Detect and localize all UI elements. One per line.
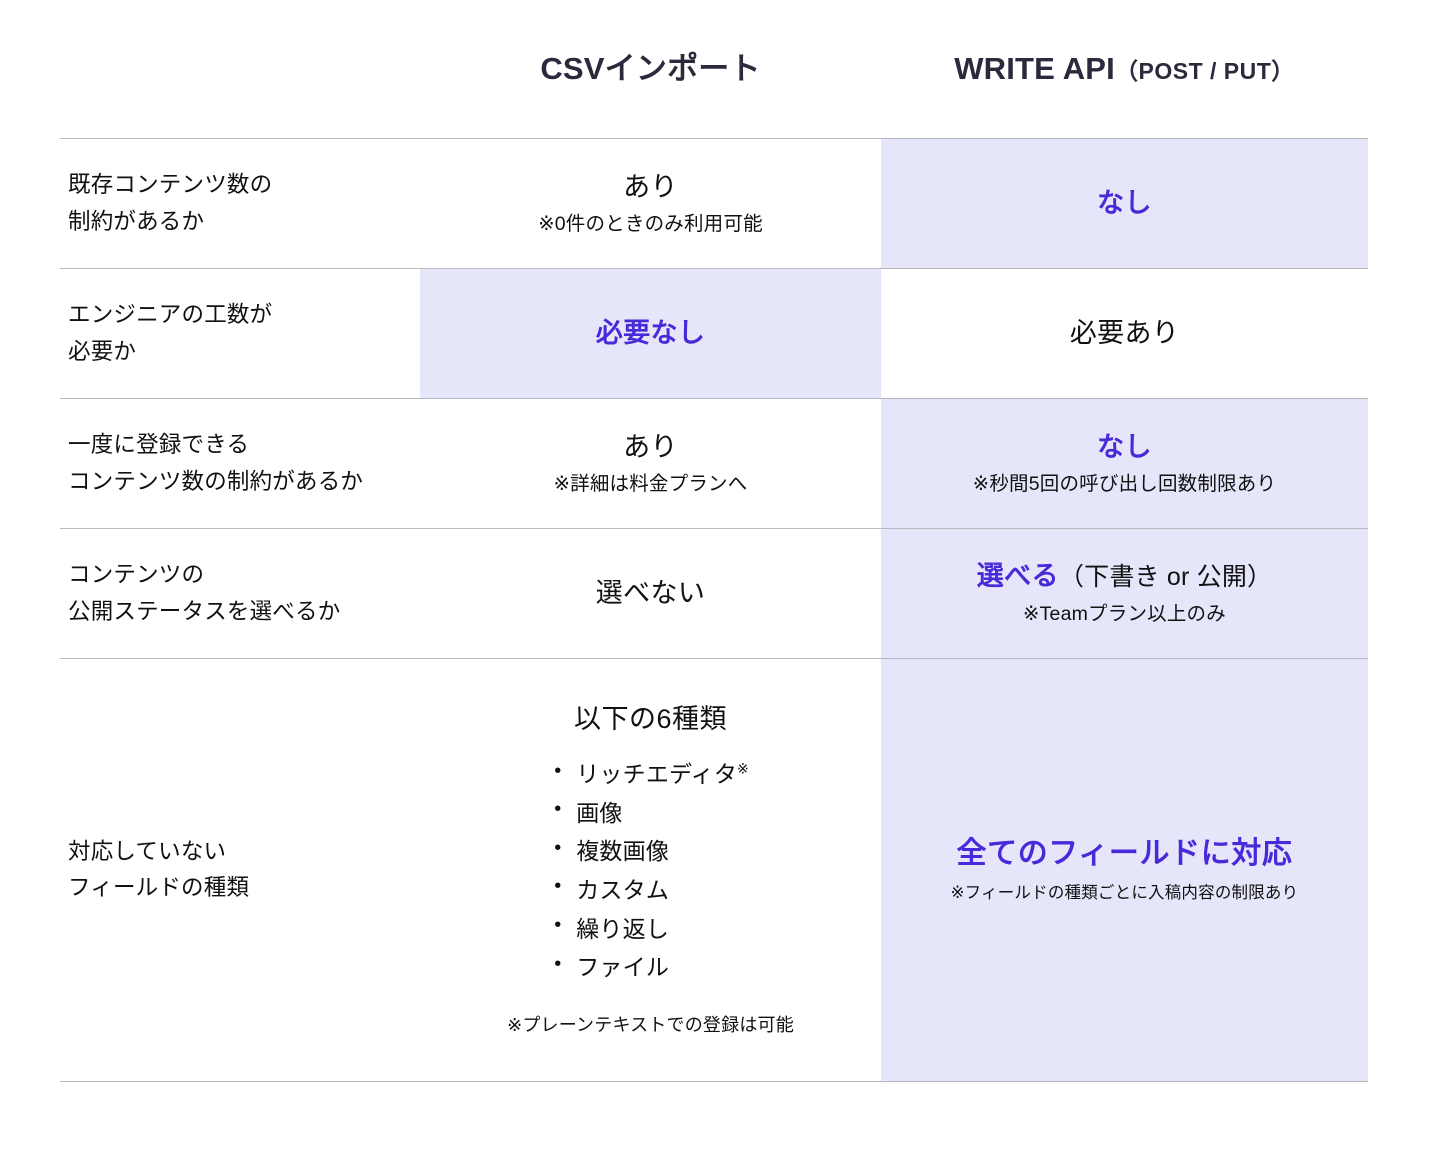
header-api-label: WRITE API: [954, 51, 1115, 87]
row-label-cell: 既存コンテンツ数の 制約があるか: [60, 139, 420, 268]
table-row: エンジニアの工数が 必要か 必要なし 必要あり: [60, 268, 1368, 398]
row-csv-cell: 以下の6種類 リッチエディタ※ 画像 複数画像 カスタム 繰り返し ファイル ※…: [420, 659, 881, 1081]
row-label-cell: エンジニアの工数が 必要か: [60, 269, 420, 398]
table-row: 一度に登録できる コンテンツ数の制約があるか あり ※詳細は料金プランへ なし …: [60, 398, 1368, 528]
list-item-label: 画像: [576, 799, 623, 826]
list-item-label: 複数画像: [576, 838, 670, 865]
list-item-label: リッチエディタ: [576, 761, 738, 788]
header-cell-csv-import: CSVインポート: [420, 50, 881, 87]
list-item: リッチエディタ※: [552, 755, 749, 794]
table-header-row: CSVインポート WRITE API（POST / PUT）: [60, 0, 1368, 138]
row-api-cell: なし: [881, 139, 1368, 268]
list-item-label: カスタム: [576, 876, 670, 903]
row-csv-cell: 必要なし: [420, 269, 881, 398]
table-row-field-types: 対応していない フィールドの種類 以下の6種類 リッチエディタ※ 画像 複数画像…: [60, 658, 1368, 1082]
api-value-note: ※秒間5回の呼び出し回数制限あり: [972, 473, 1277, 496]
table-row: 既存コンテンツ数の 制約があるか あり ※0件のときのみ利用可能 なし: [60, 138, 1368, 268]
row-csv-cell: あり ※詳細は料金プランへ: [420, 399, 881, 528]
row-label-text: 一度に登録できる コンテンツ数の制約があるか: [68, 432, 364, 494]
api-value-main: なし: [1097, 188, 1152, 219]
table-row: コンテンツの 公開ステータスを選べるか 選べない 選べる（下書き or 公開） …: [60, 528, 1368, 658]
field-list-footnote: ※プレーンテキストでの登録は可能: [507, 1014, 794, 1035]
api-value-note: ※フィールドの種類ごとに入稿内容の制限あり: [950, 884, 1299, 903]
list-item-label: ファイル: [576, 954, 670, 981]
list-item: 複数画像: [552, 832, 749, 871]
list-item: ファイル: [552, 948, 749, 987]
header-csv-label: CSVインポート: [540, 51, 761, 87]
csv-value-main: 選べない: [595, 578, 706, 609]
csv-value-main: 必要なし: [595, 318, 706, 349]
row-csv-cell: 選べない: [420, 529, 881, 658]
csv-value-note: ※0件のときのみ利用可能: [538, 213, 763, 236]
api-value-main: なし: [1097, 431, 1152, 462]
api-value-note: ※Teamプラン以上のみ: [1023, 603, 1226, 626]
api-value-main: 選べる（下書き or 公開）: [977, 558, 1273, 595]
row-label-cell: 一度に登録できる コンテンツ数の制約があるか: [60, 399, 420, 528]
row-csv-cell: あり ※0件のときのみ利用可能: [420, 139, 881, 268]
header-api-methods: （POST / PUT）: [1115, 58, 1295, 85]
api-value-main-text: 選べる: [976, 561, 1059, 592]
api-value-main: 全てのフィールドに対応: [956, 837, 1293, 871]
row-label-text: エンジニアの工数が 必要か: [68, 302, 273, 364]
list-item-asterisk: ※: [737, 760, 749, 777]
unsupported-field-list: リッチエディタ※ 画像 複数画像 カスタム 繰り返し ファイル: [552, 755, 749, 987]
row-api-cell: 全てのフィールドに対応 ※フィールドの種類ごとに入稿内容の制限あり: [881, 659, 1368, 1081]
row-label-cell: 対応していない フィールドの種類: [60, 659, 420, 1081]
row-api-cell: なし ※秒間5回の呼び出し回数制限あり: [881, 399, 1368, 528]
list-item: 繰り返し: [552, 909, 749, 949]
list-item-label: 繰り返し: [576, 915, 670, 942]
row-label-text: コンテンツの 公開ステータスを選べるか: [68, 562, 341, 624]
row-api-cell: 選べる（下書き or 公開） ※Teamプラン以上のみ: [881, 529, 1368, 658]
csv-value-main: あり: [623, 431, 678, 462]
table-body: 既存コンテンツ数の 制約があるか あり ※0件のときのみ利用可能 なし エンジニ…: [60, 138, 1368, 1082]
row-label-text: 既存コンテンツ数の 制約があるか: [68, 172, 273, 234]
api-value-main-tail: （下書き or 公開）: [1058, 563, 1273, 592]
csv-value-main: あり: [623, 171, 678, 202]
row-api-cell: 必要あり: [881, 269, 1368, 398]
api-value-main: 必要あり: [1069, 318, 1180, 349]
list-item: カスタム: [552, 870, 749, 910]
header-cell-write-api: WRITE API（POST / PUT）: [881, 50, 1368, 87]
row-label-cell: コンテンツの 公開ステータスを選べるか: [60, 529, 420, 658]
field-list-heading: 以下の6種類: [573, 703, 728, 734]
csv-value-note: ※詳細は料金プランへ: [553, 473, 748, 496]
list-item: 画像: [552, 793, 749, 833]
row-label-text: 対応していない フィールドの種類: [68, 838, 250, 900]
